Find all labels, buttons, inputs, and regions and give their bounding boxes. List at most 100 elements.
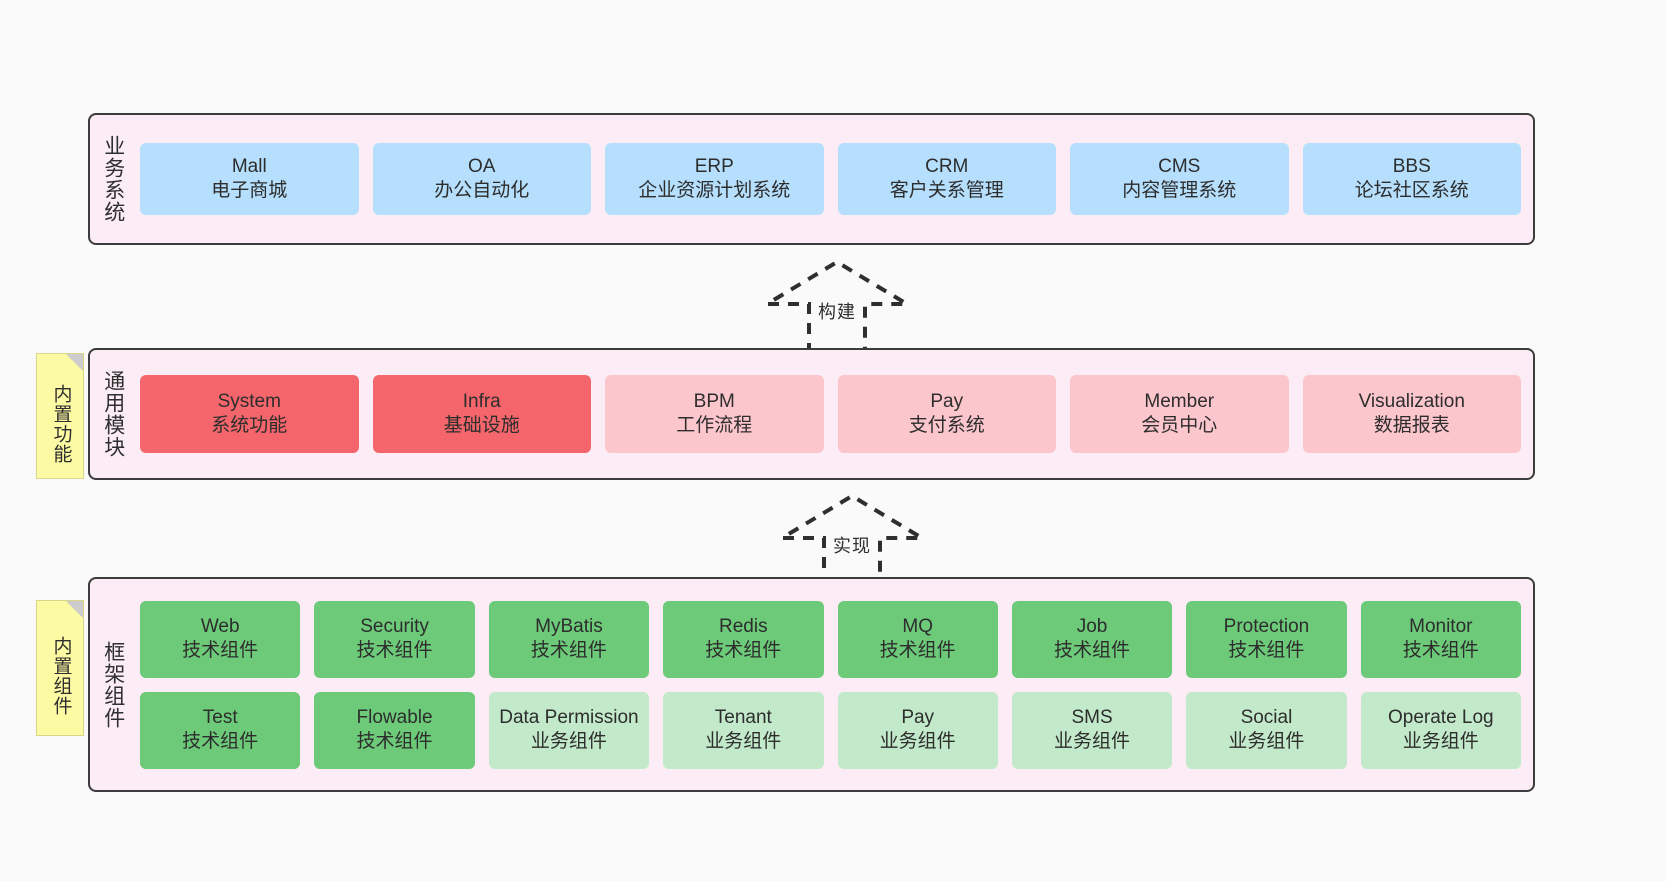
node-pay-module[interactable]: Pay 支付系统 bbox=[837, 375, 1056, 453]
node-title: SMS bbox=[1071, 706, 1113, 728]
node-erp[interactable]: ERP 企业资源计划系统 bbox=[605, 143, 824, 215]
node-redis[interactable]: Redis 技术组件 bbox=[663, 600, 824, 678]
node-subtitle: 企业资源计划系统 bbox=[638, 180, 791, 201]
note-builtin-function[interactable]: 内置功能 bbox=[36, 353, 84, 479]
layer-label-common-module: 通用模块 bbox=[101, 370, 125, 458]
node-subtitle: 业务组件 bbox=[1228, 731, 1305, 752]
node-title: Mall bbox=[231, 155, 267, 177]
node-subtitle: 技术组件 bbox=[879, 640, 956, 661]
node-title: Redis bbox=[719, 615, 768, 637]
node-subtitle: 支付系统 bbox=[908, 415, 985, 436]
node-subtitle: 技术组件 bbox=[1402, 640, 1479, 661]
node-subtitle: 技术组件 bbox=[356, 640, 433, 661]
node-subtitle: 系统功能 bbox=[211, 415, 288, 436]
node-subtitle: 办公自动化 bbox=[434, 180, 530, 201]
node-monitor[interactable]: Monitor 技术组件 bbox=[1360, 600, 1521, 678]
dashed-arrow-icon bbox=[774, 493, 930, 588]
node-subtitle: 技术组件 bbox=[356, 731, 433, 752]
node-title: Member bbox=[1144, 390, 1215, 412]
node-crm[interactable]: CRM 客户关系管理 bbox=[837, 143, 1056, 215]
node-member[interactable]: Member 会员中心 bbox=[1070, 375, 1289, 453]
node-system[interactable]: System 系统功能 bbox=[140, 375, 359, 453]
node-title: Data Permission bbox=[499, 706, 639, 728]
node-data-permission[interactable]: Data Permission 业务组件 bbox=[488, 691, 650, 769]
node-operate-log[interactable]: Operate Log 业务组件 bbox=[1360, 691, 1521, 769]
node-oa[interactable]: OA 办公自动化 bbox=[372, 143, 591, 215]
node-title: CRM bbox=[925, 155, 969, 177]
node-subtitle: 会员中心 bbox=[1141, 415, 1218, 436]
node-title: Monitor bbox=[1409, 615, 1473, 637]
node-subtitle: 业务组件 bbox=[1054, 731, 1131, 752]
node-title: Job bbox=[1076, 615, 1108, 637]
node-subtitle: 论坛社区系统 bbox=[1354, 180, 1469, 201]
layer-business-system[interactable]: 业务系统 Mall 电子商城 OA 办公自动化 ERP 企业资源计划系统 CRM… bbox=[88, 113, 1535, 245]
node-title: OA bbox=[468, 155, 496, 177]
node-subtitle: 技术组件 bbox=[1228, 640, 1305, 661]
node-title: Flowable bbox=[356, 706, 433, 728]
node-row: Test 技术组件 Flowable 技术组件 Data Permission … bbox=[140, 691, 1521, 769]
node-row: Mall 电子商城 OA 办公自动化 ERP 企业资源计划系统 CRM 客户关系… bbox=[140, 143, 1521, 215]
node-bbs[interactable]: BBS 论坛社区系统 bbox=[1302, 143, 1521, 215]
node-subtitle: 技术组件 bbox=[705, 640, 782, 661]
node-sms[interactable]: SMS 业务组件 bbox=[1011, 691, 1173, 769]
node-title: MQ bbox=[902, 615, 933, 637]
node-mybatis[interactable]: MyBatis 技术组件 bbox=[488, 600, 650, 678]
note-label: 内置功能 bbox=[50, 384, 72, 464]
node-title: MyBatis bbox=[535, 615, 603, 637]
node-title: Social bbox=[1240, 706, 1293, 728]
dashed-arrow-icon bbox=[759, 259, 915, 354]
node-row: System 系统功能 Infra 基础设施 BPM 工作流程 Pay 支付系统… bbox=[140, 375, 1521, 453]
node-mq[interactable]: MQ 技术组件 bbox=[837, 600, 998, 678]
node-subtitle: 工作流程 bbox=[676, 415, 753, 436]
node-subtitle: 内容管理系统 bbox=[1122, 180, 1237, 201]
connector-realize-arrow: 实现 bbox=[772, 492, 932, 588]
node-subtitle: 技术组件 bbox=[1054, 640, 1131, 661]
node-subtitle: 业务组件 bbox=[879, 731, 956, 752]
node-subtitle: 电子商城 bbox=[211, 180, 288, 201]
node-row: Web 技术组件 Security 技术组件 MyBatis 技术组件 Redi… bbox=[140, 600, 1521, 678]
node-title: Protection bbox=[1223, 615, 1310, 637]
node-title: Operate Log bbox=[1387, 706, 1494, 728]
layer-common-module[interactable]: 通用模块 System 系统功能 Infra 基础设施 BPM 工作流程 Pay… bbox=[88, 348, 1535, 480]
node-title: Visualization bbox=[1358, 390, 1465, 412]
node-web[interactable]: Web 技术组件 bbox=[140, 600, 301, 678]
node-subtitle: 技术组件 bbox=[182, 731, 259, 752]
note-label: 内置组件 bbox=[50, 636, 72, 716]
node-protection[interactable]: Protection 技术组件 bbox=[1186, 600, 1347, 678]
node-title: Web bbox=[200, 615, 240, 637]
node-infra[interactable]: Infra 基础设施 bbox=[372, 375, 591, 453]
layer-label-business-system: 业务系统 bbox=[101, 135, 125, 223]
node-subtitle: 技术组件 bbox=[530, 640, 607, 661]
node-flowable[interactable]: Flowable 技术组件 bbox=[314, 691, 475, 769]
node-title: CMS bbox=[1158, 155, 1201, 177]
node-visualization[interactable]: Visualization 数据报表 bbox=[1302, 375, 1521, 453]
note-builtin-component[interactable]: 内置组件 bbox=[36, 600, 84, 736]
node-subtitle: 业务组件 bbox=[1402, 731, 1479, 752]
node-title: BBS bbox=[1392, 155, 1431, 177]
node-pay-component[interactable]: Pay 业务组件 bbox=[837, 691, 998, 769]
node-subtitle: 业务组件 bbox=[530, 731, 607, 752]
node-security[interactable]: Security 技术组件 bbox=[314, 600, 475, 678]
node-tenant[interactable]: Tenant 业务组件 bbox=[663, 691, 824, 769]
node-title: System bbox=[217, 390, 281, 412]
node-mall[interactable]: Mall 电子商城 bbox=[140, 143, 359, 215]
node-test[interactable]: Test 技术组件 bbox=[140, 691, 301, 769]
layer-body-common-module: System 系统功能 Infra 基础设施 BPM 工作流程 Pay 支付系统… bbox=[136, 350, 1533, 478]
layer-framework-component[interactable]: 框架组件 Web 技术组件 Security 技术组件 MyBatis 技术组件… bbox=[88, 577, 1535, 792]
node-social[interactable]: Social 业务组件 bbox=[1186, 691, 1347, 769]
node-title: Infra bbox=[462, 390, 501, 412]
node-subtitle: 业务组件 bbox=[705, 731, 782, 752]
node-title: Pay bbox=[901, 706, 935, 728]
node-cms[interactable]: CMS 内容管理系统 bbox=[1070, 143, 1289, 215]
node-title: BPM bbox=[693, 390, 735, 412]
layer-label-framework-component: 框架组件 bbox=[101, 640, 125, 729]
node-bpm[interactable]: BPM 工作流程 bbox=[605, 375, 824, 453]
node-job[interactable]: Job 技术组件 bbox=[1011, 600, 1173, 678]
node-title: Pay bbox=[930, 390, 964, 412]
node-title: ERP bbox=[694, 155, 734, 177]
node-subtitle: 基础设施 bbox=[443, 415, 520, 436]
node-title: Tenant bbox=[714, 706, 772, 728]
layer-body-framework-component: Web 技术组件 Security 技术组件 MyBatis 技术组件 Redi… bbox=[136, 579, 1533, 790]
node-title: Test bbox=[202, 706, 238, 728]
